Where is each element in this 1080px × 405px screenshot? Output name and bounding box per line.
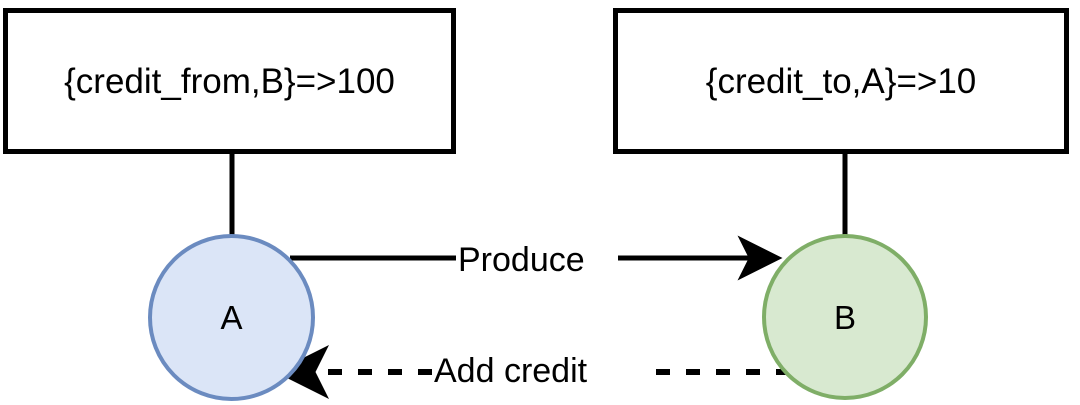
node-a-label: A <box>220 299 243 336</box>
node-a: A <box>148 234 315 401</box>
note-box-credit-to-text: {credit_to,A}=>10 <box>705 61 977 101</box>
note-box-credit-to: {credit_to,A}=>10 <box>613 8 1069 154</box>
edge-label-add-credit: Add credit <box>432 352 590 390</box>
node-b-label: B <box>833 298 856 336</box>
node-b: B <box>762 234 928 400</box>
note-box-credit-from: {credit_from,B}=>100 <box>3 8 456 154</box>
note-box-credit-from-text: {credit_from,B}=>100 <box>64 61 395 101</box>
edge-label-produce: Produce <box>456 241 587 279</box>
